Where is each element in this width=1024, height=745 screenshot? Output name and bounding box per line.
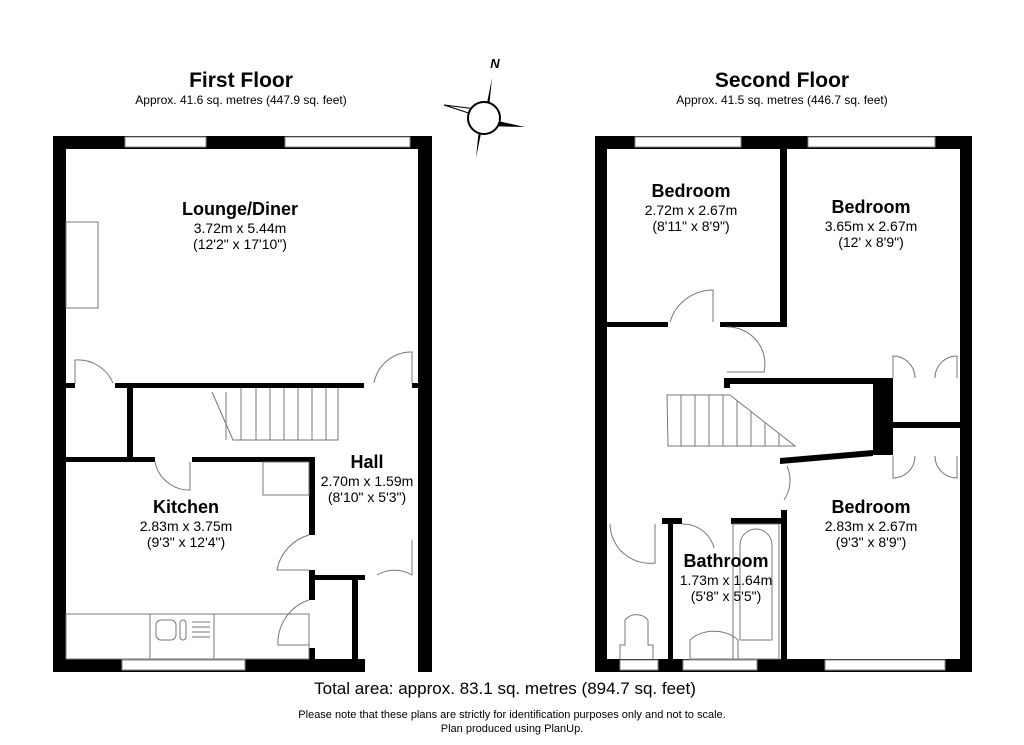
room-imperial: (5'8" x 5'5") [690, 587, 762, 604]
room-metric: 3.72m x 5.44m [193, 219, 287, 236]
room-bedroom-2: Bedroom 3.65m x 2.67m (12' x 8'9") [825, 197, 918, 250]
room-imperial: (8'11" x 8'9") [652, 217, 730, 234]
room-name: Bathroom [683, 551, 769, 571]
room-name: Bedroom [831, 197, 911, 217]
produced-by-note: Plan produced using PlanUp. [440, 723, 584, 735]
second-floor-windows [619, 136, 946, 671]
second-floor-area: Approx. 41.5 sq. metres (446.7 sq. feet) [676, 93, 888, 107]
room-name: Bedroom [831, 497, 911, 517]
first-floor-area: Approx. 41.6 sq. metres (447.9 sq. feet) [135, 93, 347, 107]
first-floor-windows [121, 136, 411, 671]
compass-icon [443, 78, 525, 158]
first-floor-fixtures [65, 221, 413, 660]
room-imperial: (9'3" x 8'9") [835, 533, 907, 550]
room-metric: 2.83m x 3.75m [139, 517, 233, 534]
room-metric: 3.65m x 2.67m [824, 217, 918, 234]
room-metric: 1.73m x 1.64m [679, 571, 773, 588]
room-kitchen: Kitchen 2.83m x 3.75m (9'3" x 12'4") [140, 497, 233, 550]
room-metric: 2.72m x 2.67m [644, 201, 738, 218]
room-name: Lounge/Diner [182, 199, 298, 219]
room-lounge-diner: Lounge/Diner 3.72m x 5.44m (12'2" x 17'1… [182, 199, 298, 252]
room-name: Kitchen [152, 497, 220, 517]
total-area: Total area: approx. 83.1 sq. metres (894… [314, 679, 696, 698]
disclaimer-note: Please note that these plans are strictl… [298, 709, 726, 721]
second-floor-fixtures [609, 289, 958, 660]
room-imperial: (12'2" x 17'10") [193, 235, 287, 252]
room-imperial: (9'3" x 12'4") [146, 533, 226, 550]
room-imperial: (12' x 8'9") [838, 233, 904, 250]
room-bedroom-3: Bedroom 2.83m x 2.67m (9'3" x 8'9") [825, 497, 918, 550]
second-floor-title: Second Floor [714, 69, 850, 92]
room-bathroom: Bathroom 1.73m x 1.64m (5'8" x 5'5") [680, 551, 773, 604]
room-hall: Hall 2.70m x 1.59m (8'10" x 5'3") [321, 452, 414, 505]
compass-north-label: N [490, 56, 500, 71]
room-name: Bedroom [651, 181, 731, 201]
first-floor-title: First Floor [189, 69, 293, 92]
room-imperial: (8'10" x 5'3") [327, 488, 407, 505]
room-metric: 2.83m x 2.67m [824, 517, 918, 534]
room-name: Hall [350, 452, 384, 472]
room-bedroom-1: Bedroom 2.72m x 2.67m (8'11" x 8'9") [645, 181, 738, 234]
room-metric: 2.70m x 1.59m [320, 472, 414, 489]
